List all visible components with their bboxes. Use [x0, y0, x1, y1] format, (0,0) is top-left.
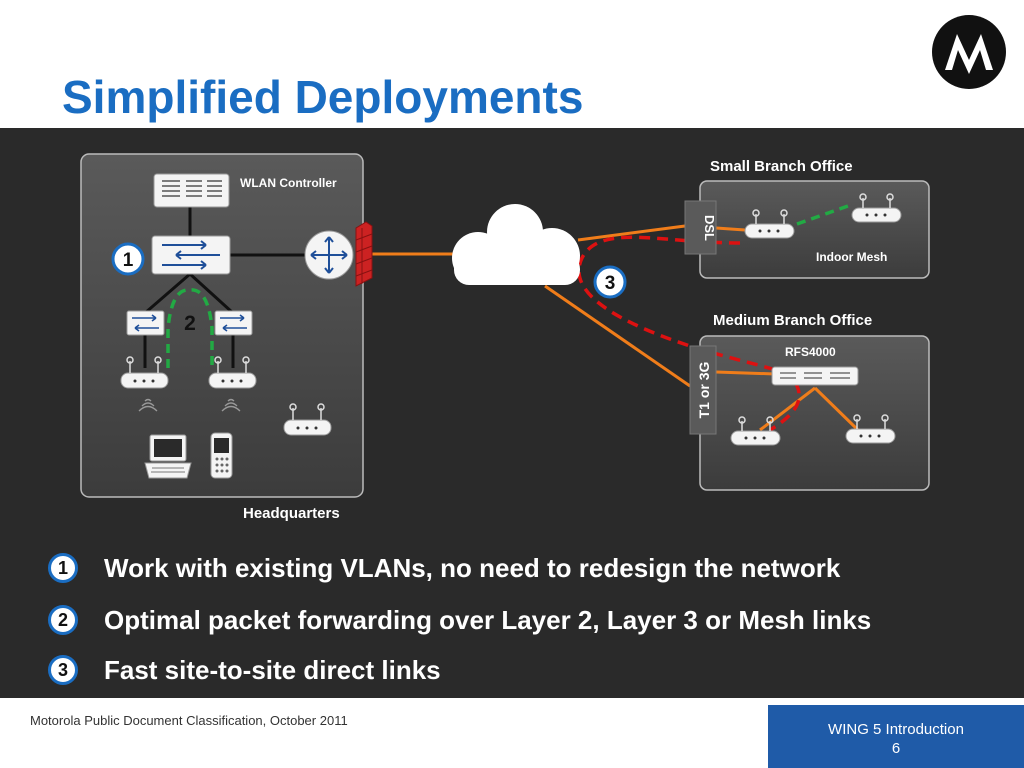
access-point-icon — [730, 416, 781, 446]
access-point-icon — [845, 414, 896, 444]
rfs4000-label: RFS4000 — [785, 345, 836, 359]
bullet-text: Work with existing VLANs, no need to red… — [104, 552, 841, 583]
indoor-mesh-label: Indoor Mesh — [816, 250, 888, 264]
footer-deck-title: WING 5 Introduction — [828, 721, 964, 738]
dsl-label: DSL — [702, 215, 717, 241]
footer-classification: Motorola Public Document Classification,… — [30, 713, 348, 728]
motorola-logo-icon — [932, 15, 1006, 89]
bullet-item: 1 Work with existing VLANs, no need to r… — [48, 550, 840, 586]
svg-text:1: 1 — [123, 250, 134, 271]
access-point-icon — [744, 209, 795, 239]
wlan-controller-icon — [153, 173, 230, 208]
t1-wan-link — [544, 284, 691, 388]
slide-title: Simplified Deployments — [62, 71, 584, 123]
bullet-number: 3 — [48, 655, 78, 685]
internet-cloud-icon — [452, 204, 580, 285]
footer-page-number: 6 — [891, 740, 901, 757]
router-icon — [304, 230, 354, 280]
dsl-modem — [684, 200, 717, 255]
bullet-text: Fast site-to-site direct links — [104, 654, 441, 685]
marker-2: 2 — [184, 312, 196, 335]
laptop-icon — [144, 434, 192, 479]
access-point-icon — [283, 403, 332, 436]
access-point-icon — [120, 356, 169, 389]
diagram-stage: 1 2 3 DSL T1 or 3G WLAN Controller Headq… — [0, 128, 1024, 698]
svg-text:2: 2 — [184, 312, 196, 335]
small-branch-label: Small Branch Office — [710, 158, 853, 175]
bullet-item: 3 Fast site-to-site direct links — [48, 652, 441, 688]
bullet-number: 1 — [48, 553, 78, 583]
access-switch-left-icon — [126, 310, 165, 336]
medium-branch-label: Medium Branch Office — [713, 312, 873, 329]
marker-1: 1 — [111, 242, 145, 276]
access-point-icon — [208, 356, 257, 389]
dsl-wan-link — [577, 224, 686, 242]
wireless-signal-icon — [138, 398, 241, 412]
marker-3: 3 — [593, 265, 627, 299]
handheld-device-icon — [210, 432, 233, 479]
firewall-icon — [355, 221, 373, 287]
network-diagram: 1 2 3 DSL T1 or 3G — [80, 153, 930, 498]
t1-3g-label: T1 or 3G — [696, 361, 712, 418]
footer-deck-box: WING 5 Introduction 6 — [768, 705, 1024, 768]
t1-3g-modem — [689, 345, 717, 435]
core-switch-icon — [151, 235, 231, 275]
access-point-icon — [851, 193, 902, 223]
mesh-link-hq — [166, 288, 214, 368]
mesh-link-small-branch — [796, 204, 849, 226]
bullet-number: 2 — [48, 605, 78, 635]
rfs4000-controller-icon — [771, 366, 859, 386]
svg-text:3: 3 — [605, 273, 616, 294]
access-switch-right-icon — [214, 310, 253, 336]
headquarters-label: Headquarters — [243, 505, 340, 522]
wlan-controller-label: WLAN Controller — [240, 176, 337, 190]
bullet-text: Optimal packet forwarding over Layer 2, … — [104, 604, 872, 635]
direct-site-link — [577, 235, 801, 432]
bullet-item: 2 Optimal packet forwarding over Layer 2… — [48, 602, 871, 638]
